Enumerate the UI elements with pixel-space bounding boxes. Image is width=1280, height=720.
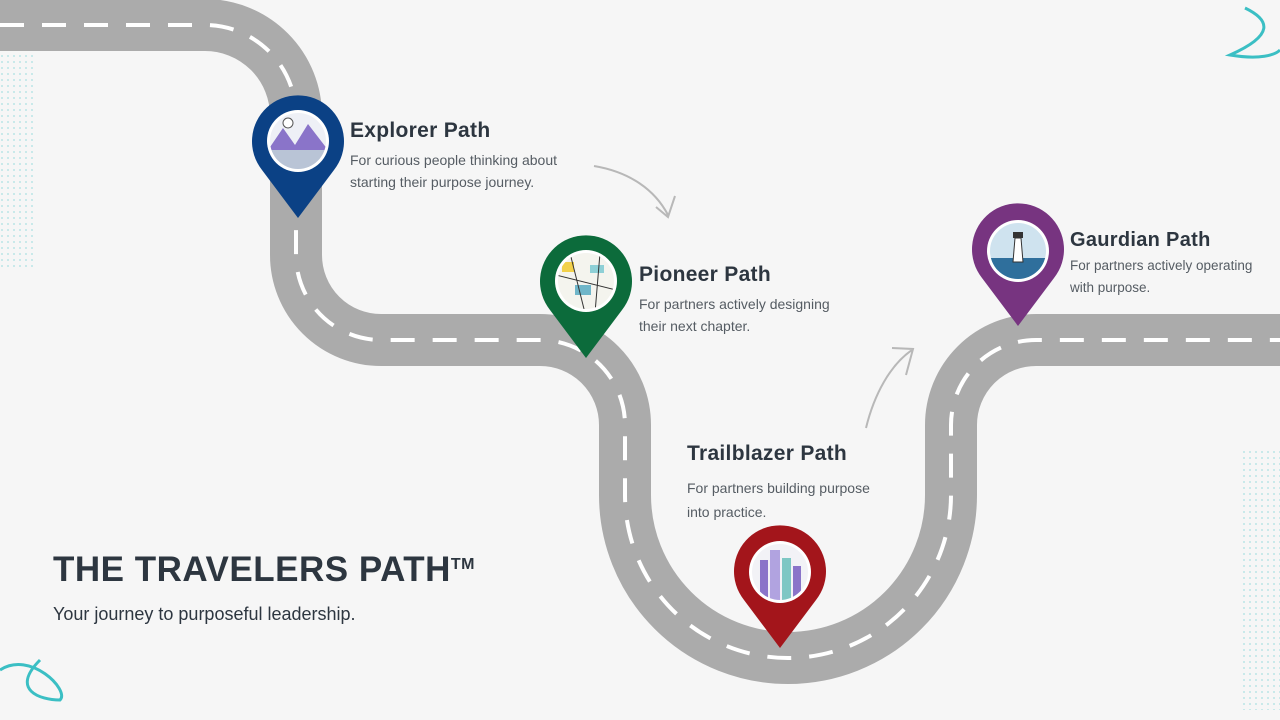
stop-gaurdian: Gaurdian Path For partners actively oper… xyxy=(1070,229,1252,299)
arrow-explorer-to-pioneer xyxy=(593,165,676,219)
mountain-landscape-icon xyxy=(270,113,326,169)
stop-title: Pioneer Path xyxy=(639,263,771,286)
road-lane-markings xyxy=(0,23,1280,660)
dot-pattern-right xyxy=(1240,450,1280,710)
pin-explorer[interactable] xyxy=(252,95,344,218)
stop-title: Explorer Path xyxy=(350,119,491,142)
stop-trailblazer: Trailblazer Path For partners building p… xyxy=(687,442,870,524)
lighthouse-icon xyxy=(990,223,1046,279)
stop-pioneer: Pioneer Path For partners actively desig… xyxy=(639,263,830,337)
city-skyline-icon xyxy=(752,544,808,600)
dot-pattern-left xyxy=(0,55,36,270)
page-title: THE TRAVELERS PATHTM xyxy=(53,550,476,589)
stop-explorer: Explorer Path For curious people thinkin… xyxy=(350,119,557,193)
squiggle-bottom-left xyxy=(0,658,64,702)
squiggle-top-right xyxy=(1224,6,1280,59)
trademark: TM xyxy=(450,556,476,573)
stop-title: Gaurdian Path xyxy=(1070,229,1211,251)
pin-pioneer[interactable] xyxy=(539,235,632,358)
abstract-map-icon xyxy=(558,253,614,309)
stop-title: Trailblazer Path xyxy=(687,442,848,465)
page-subtitle: Your journey to purposeful leadership. xyxy=(53,604,356,624)
pin-gaurdian[interactable] xyxy=(972,203,1064,326)
pin-trailblazer[interactable] xyxy=(734,525,826,648)
arrow-trailblazer-to-gaurdian xyxy=(865,347,915,429)
